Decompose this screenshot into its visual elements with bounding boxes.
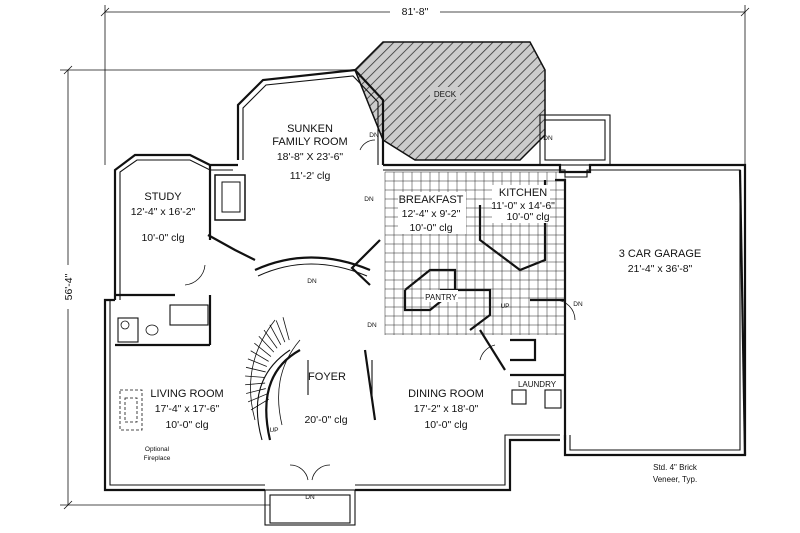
up-marker-rear: UP <box>500 303 509 310</box>
foyer-stair <box>245 256 373 441</box>
kitchen-label: KITCHEN <box>499 187 547 199</box>
laundry-label: LAUNDRY <box>518 380 557 389</box>
down-marker-entry: DN <box>305 494 315 501</box>
kitchen-size: 11'-0" x 14'-6" <box>491 200 555 212</box>
foyer-ceiling: 20'-0" clg <box>304 414 347 426</box>
family-room-label-2: FAMILY ROOM <box>272 136 347 148</box>
breakfast-size: 12'-4" x 9'-2" <box>402 208 461 220</box>
interior-walls <box>115 165 567 440</box>
foyer-label: FOYER <box>308 371 346 383</box>
living-room-ceiling: 10'-0" clg <box>165 419 208 431</box>
family-room-ceiling: 11'-2' clg <box>290 170 331 182</box>
down-marker-deck: DN <box>543 135 553 142</box>
veneer-note-1: Std. 4" Brick <box>653 463 698 472</box>
exterior-walls <box>103 68 747 492</box>
overall-width-label: 81'-8" <box>402 6 429 18</box>
fireplace-note-1: Optional <box>145 446 170 453</box>
dining-room-size: 17'-2" x 18'-0" <box>414 403 479 415</box>
fireplace-note-2: Fireplace <box>144 455 171 462</box>
up-marker-stair: UP <box>269 427 278 434</box>
down-marker-breakfast: DN <box>364 196 374 203</box>
garage-label: 3 CAR GARAGE <box>619 248 702 260</box>
deck-label: DECK <box>434 90 457 99</box>
living-room-label: LIVING ROOM <box>150 388 223 400</box>
family-room-size: 18'-8" X 23'-6" <box>277 151 344 163</box>
down-marker-foyer: DN <box>307 278 317 285</box>
family-room-label-1: SUNKEN <box>287 123 333 135</box>
pantry-label: PANTRY <box>425 293 457 302</box>
breakfast-label: BREAKFAST <box>399 194 464 206</box>
veneer-note-2: Veneer, Typ. <box>653 475 697 484</box>
study-size: 12'-4" x 16'-2" <box>131 206 196 218</box>
study-ceiling: 10'-0" clg <box>141 232 184 244</box>
fireplace <box>119 389 143 431</box>
garage-step <box>539 114 611 166</box>
down-marker-family: DN <box>369 132 379 139</box>
living-room-size: 17'-4" x 17'-6" <box>155 403 220 415</box>
overall-depth-dimension: 56'-4" <box>58 65 355 510</box>
breakfast-ceiling: 10'-0" clg <box>409 222 452 234</box>
down-marker-hall: DN <box>367 322 377 329</box>
study-label: STUDY <box>144 191 182 203</box>
garage-size: 21'-4" x 36'-8" <box>628 263 693 275</box>
overall-width-dimension: 81'-8" <box>100 4 750 165</box>
dining-room-ceiling: 10'-0" clg <box>424 419 467 431</box>
down-marker-garage: DN <box>573 301 583 308</box>
dining-room-label: DINING ROOM <box>408 388 484 400</box>
doors <box>184 139 576 526</box>
kitchen-ceiling: 10'-0" clg <box>506 211 549 223</box>
overall-depth-label: 56'-4" <box>63 273 75 300</box>
